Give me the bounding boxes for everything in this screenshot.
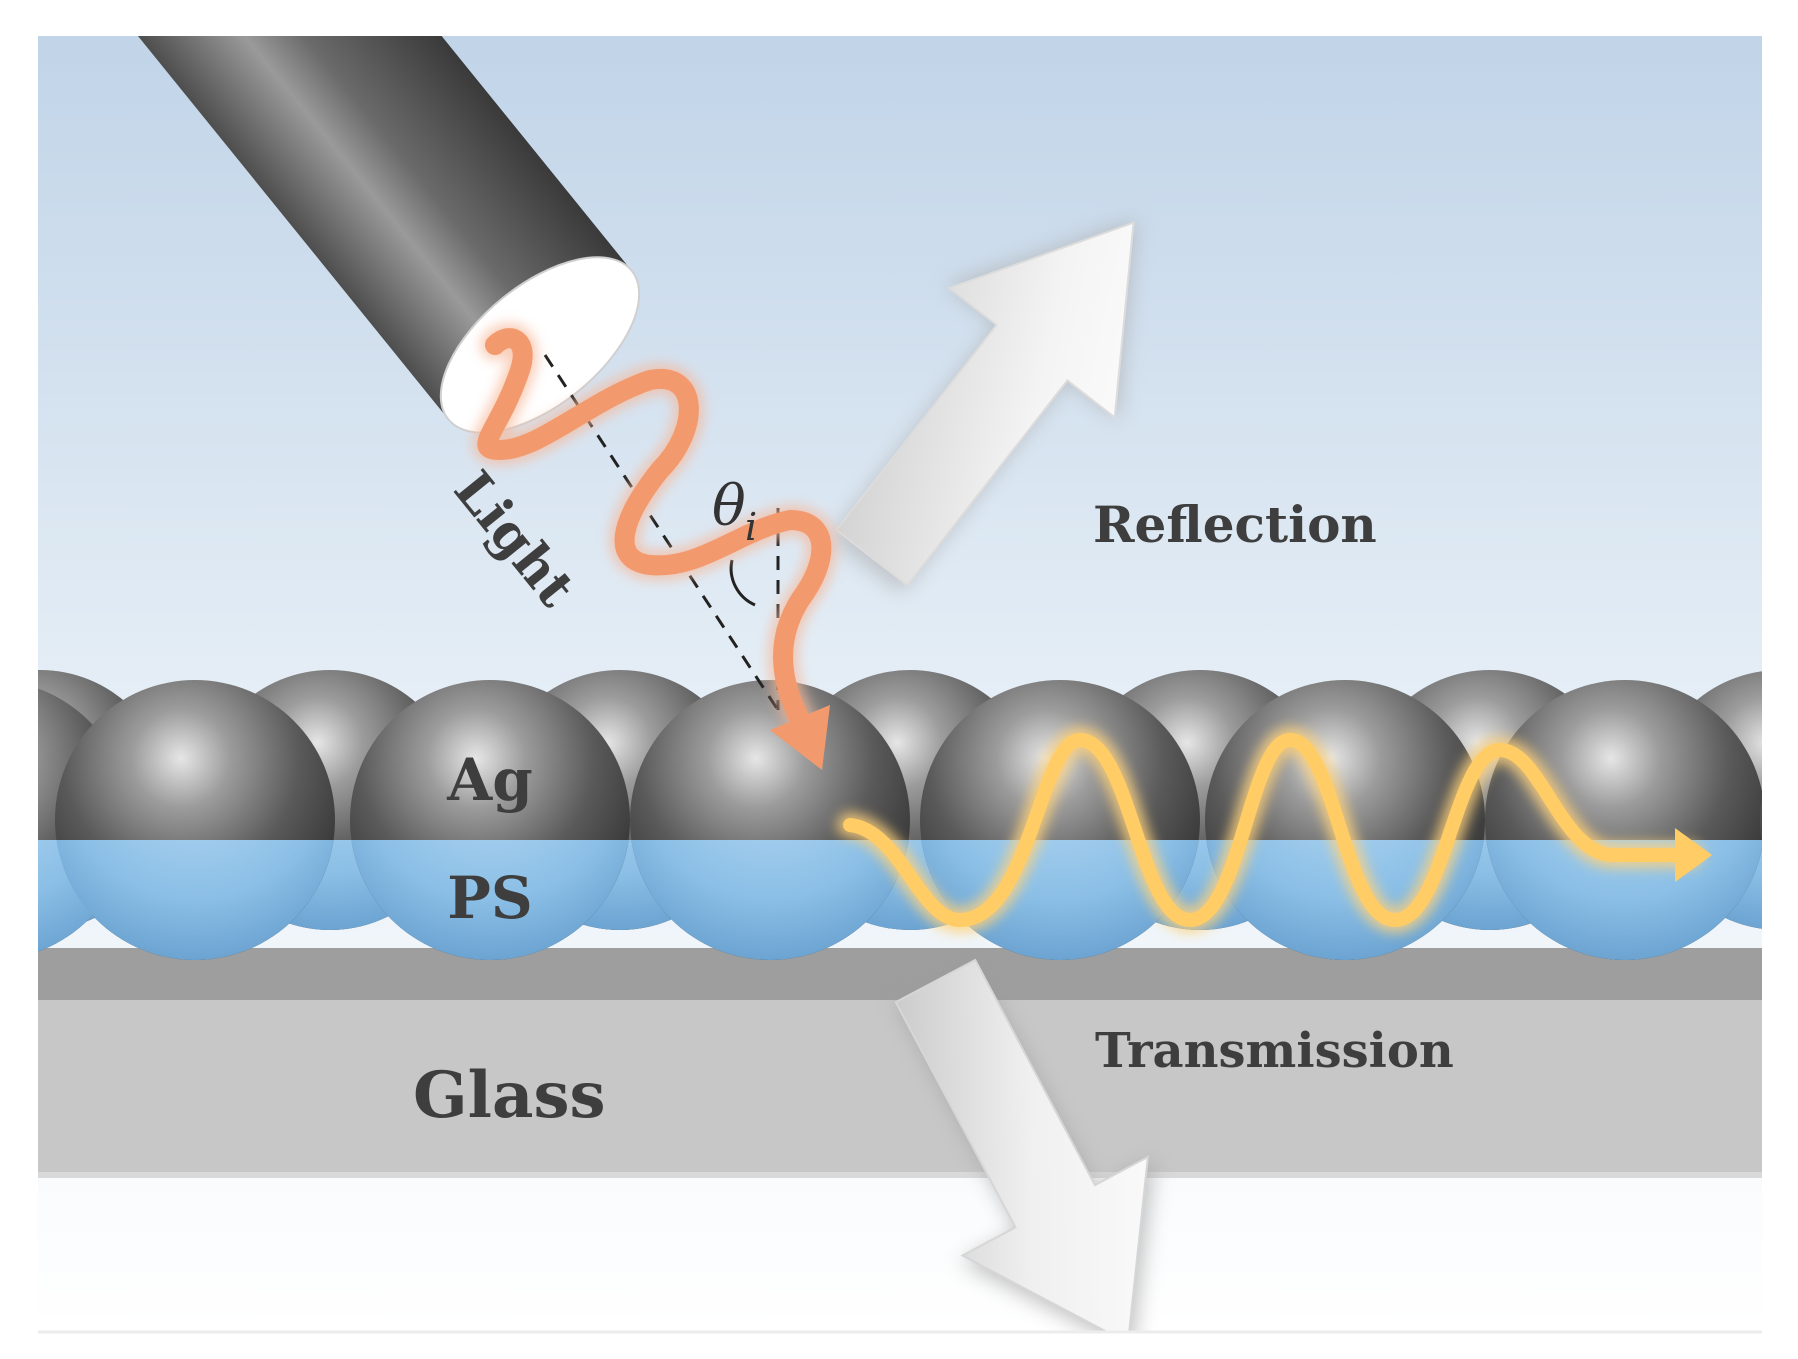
glass-bottom-edge [38, 1172, 1762, 1178]
optical-fiber [121, 36, 641, 434]
reflection-label: Reflection [1093, 495, 1377, 554]
reflection-arrow [830, 218, 1137, 594]
glass-top-edge [38, 948, 1762, 1003]
theta-symbol: θ [712, 474, 746, 539]
glass-substrate [38, 1000, 1762, 1175]
surface-wave [837, 726, 1712, 934]
ag-label: Ag [446, 746, 533, 814]
theta-subscript: i [745, 505, 757, 549]
theta-label: θ i [712, 474, 757, 549]
ps-label: PS [447, 864, 533, 932]
angle-arc [729, 559, 756, 607]
front-ps-row [38, 840, 1762, 960]
glass-label: Glass [413, 1058, 606, 1133]
transmission-arrow [894, 958, 1155, 1332]
transmission-label: Transmission [1095, 1023, 1454, 1079]
incident-light-wave [472, 323, 837, 770]
